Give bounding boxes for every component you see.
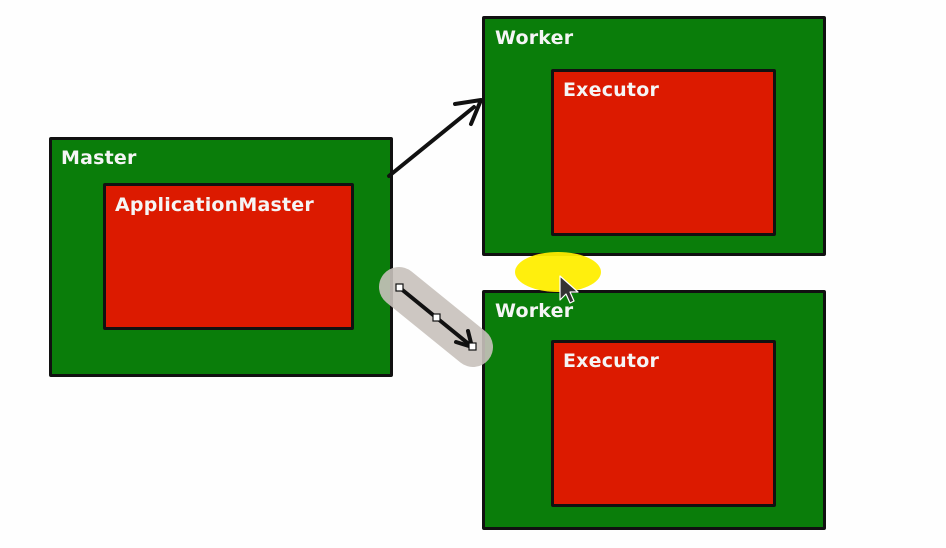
worker-1-label: Worker bbox=[495, 27, 574, 49]
executor-1-label: Executor bbox=[563, 79, 660, 101]
selection-halo bbox=[379, 267, 493, 367]
worker-2-label: Worker bbox=[495, 300, 574, 322]
application-master-box[interactable] bbox=[103, 183, 354, 330]
master-label: Master bbox=[61, 147, 137, 169]
connector-end-handle[interactable] bbox=[468, 342, 477, 351]
application-master-label: ApplicationMaster bbox=[115, 194, 314, 216]
executor-2-label: Executor bbox=[563, 350, 660, 372]
connector-mid-handle[interactable] bbox=[432, 313, 441, 322]
cursor-highlight bbox=[515, 252, 601, 292]
master-to-worker-2-arrow[interactable] bbox=[379, 267, 493, 367]
master-to-worker-1-arrow[interactable] bbox=[387, 98, 483, 178]
connector-start-handle[interactable] bbox=[395, 283, 404, 292]
executor-box-1[interactable] bbox=[551, 69, 776, 236]
executor-box-2[interactable] bbox=[551, 340, 776, 507]
